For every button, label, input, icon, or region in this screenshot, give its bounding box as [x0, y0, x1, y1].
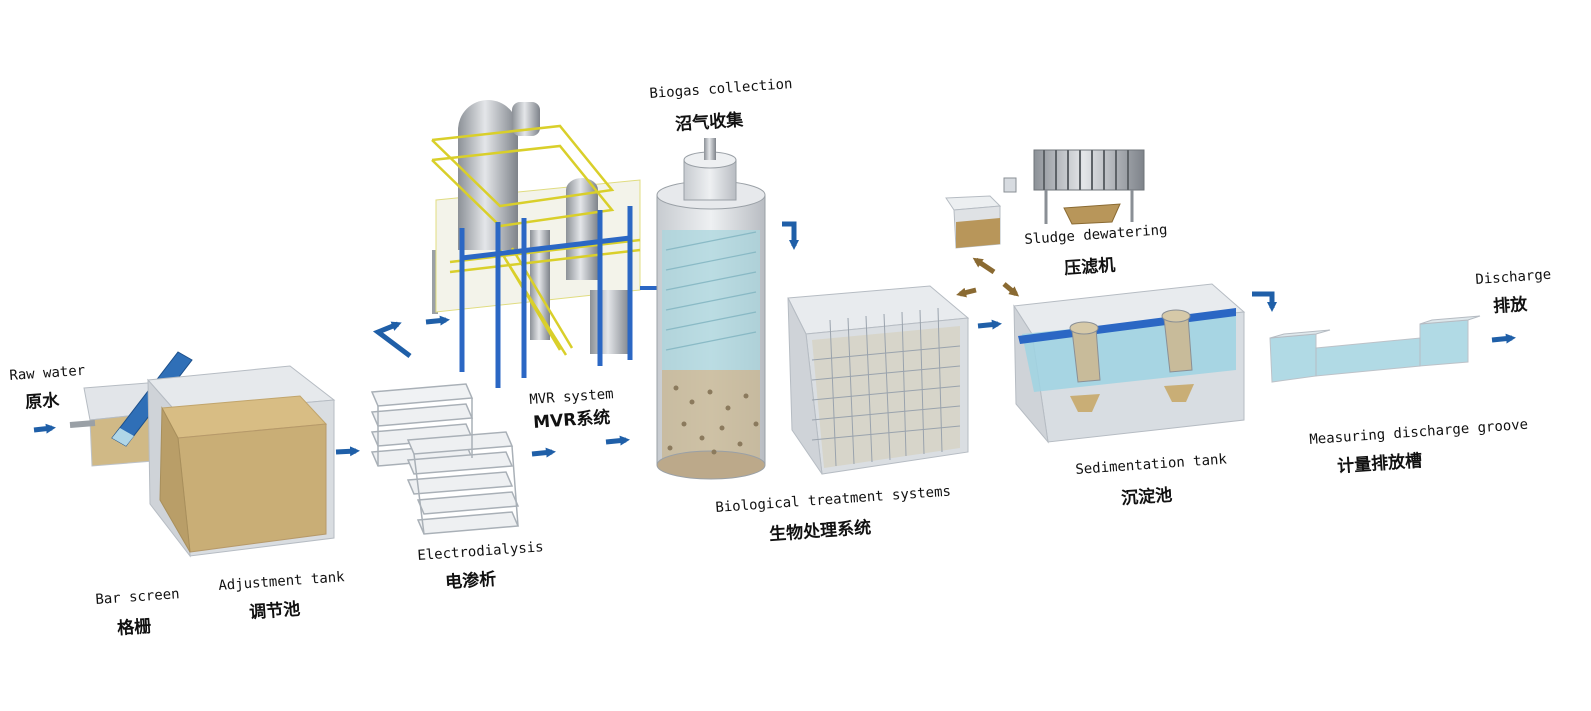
sludge-arrows — [956, 257, 1020, 298]
flow-arrows — [33, 221, 1516, 458]
adjustment-tank — [146, 365, 336, 558]
sludge-bin — [945, 195, 1002, 249]
adjustment-tank-label-zh: 调节池 — [248, 599, 301, 623]
electrodialysis-label-zh: 电渗析 — [444, 569, 497, 593]
mvr-system — [431, 100, 668, 388]
biological-treatment-tank — [787, 285, 970, 475]
sedimentation-tank — [1013, 283, 1246, 444]
anaerobic-reactor — [656, 138, 766, 480]
measuring-discharge-groove — [1269, 315, 1481, 383]
biogas-label-zh: 沼气收集 — [674, 110, 744, 135]
discharge-label-zh: 排放 — [1492, 294, 1528, 317]
mvr-system-label-zh: MVR系统 — [532, 407, 611, 433]
electrodialysis-stack — [370, 383, 520, 535]
raw-water-label-zh: 原水 — [24, 390, 60, 413]
bar-screen-label-zh: 格栅 — [116, 616, 152, 639]
sedimentation-label-zh: 沉淀池 — [1120, 485, 1173, 509]
filter-press — [1003, 149, 1145, 225]
sludge-dewatering-label-zh: 压滤机 — [1063, 255, 1116, 279]
